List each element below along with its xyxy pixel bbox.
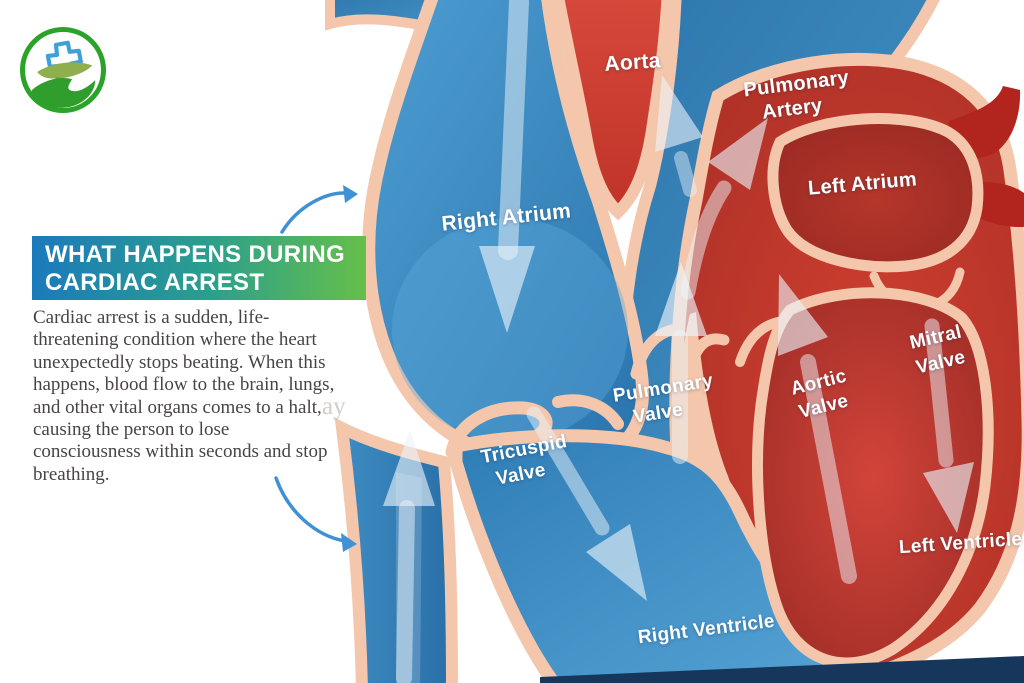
flow-arrow-tv-shaft <box>526 406 610 536</box>
blood-flow-arrows <box>383 0 974 683</box>
title-banner: WHAT HAPPENS DURING CARDIAC ARREST <box>32 236 366 300</box>
healthcare-hand-logo <box>19 26 107 114</box>
flow-arrow-pa-shaft <box>680 180 732 300</box>
label-aorta: Aorta <box>604 49 662 76</box>
flow-arrow-av-shaft <box>800 354 857 584</box>
logo-hand-icon <box>31 77 96 108</box>
right-atrium-highlight <box>392 218 628 442</box>
left-atrium-shape <box>767 113 984 273</box>
annotation-arrow-top-head <box>343 185 358 203</box>
watermark-text: ay <box>322 393 346 420</box>
flow-arrow-ivc-head <box>383 430 435 506</box>
flow-arrow-av-head <box>778 274 828 356</box>
flow-arrow-mv-shaft <box>924 318 954 468</box>
logo-leaf-icon <box>37 62 93 79</box>
flow-arrow-aorta-shaft <box>674 151 697 197</box>
title-line-2: CARDIAC ARREST <box>45 269 265 296</box>
flow-arrow-aorta-head <box>655 75 703 152</box>
flow-arrow-pa-head <box>708 118 768 190</box>
heart-base-shadow <box>540 656 1024 683</box>
flow-arrow-tv-head <box>586 524 647 601</box>
description-text: Cardiac arrest is a sudden, life- threat… <box>33 307 335 485</box>
flow-arrow-mv-head <box>923 462 974 533</box>
flow-arrow-ivc-shaft <box>396 500 415 683</box>
heart-diagram: Aorta Pulmonary Artery Left Atrium Right… <box>325 0 1024 683</box>
title-line-1: WHAT HAPPENS DURING <box>45 241 345 268</box>
flow-arrow-svc-head <box>479 246 535 333</box>
flow-arrow-pv-head <box>655 262 707 336</box>
flow-arrow-svc-shaft <box>498 0 529 260</box>
annotation-arrow-top <box>280 191 348 234</box>
annotation-arrows <box>274 185 358 552</box>
annotation-arrow-bottom-head <box>341 533 357 552</box>
annotation-arrow-bottom <box>274 476 347 543</box>
aorta-shape <box>552 0 674 221</box>
